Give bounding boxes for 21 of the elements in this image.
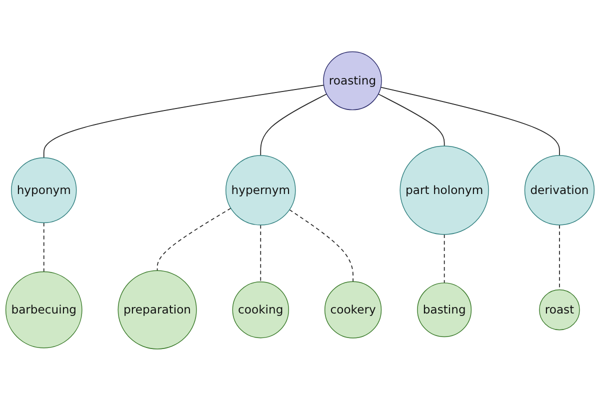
node-circle: roast — [539, 289, 580, 330]
node-circle: cooking — [232, 281, 289, 338]
node-circle: barbecuing — [5, 271, 82, 348]
connector — [43, 222, 44, 272]
node-circle: derivation — [524, 154, 595, 225]
node-circle: part holonym — [400, 145, 489, 234]
connector — [378, 93, 445, 146]
node-circle: hyponym — [11, 157, 77, 223]
node-circle: basting — [417, 282, 472, 337]
connector — [289, 208, 354, 282]
connector — [156, 207, 232, 271]
connector — [260, 224, 262, 282]
connector — [559, 224, 560, 290]
connector — [444, 234, 445, 283]
node-circle: roasting — [323, 51, 382, 110]
node-circle: preparation — [118, 270, 197, 349]
node-circle: cookery — [324, 280, 382, 338]
node-circle: hypernym — [226, 154, 296, 225]
connector — [260, 93, 328, 156]
connector — [380, 86, 560, 156]
connector — [43, 84, 324, 158]
